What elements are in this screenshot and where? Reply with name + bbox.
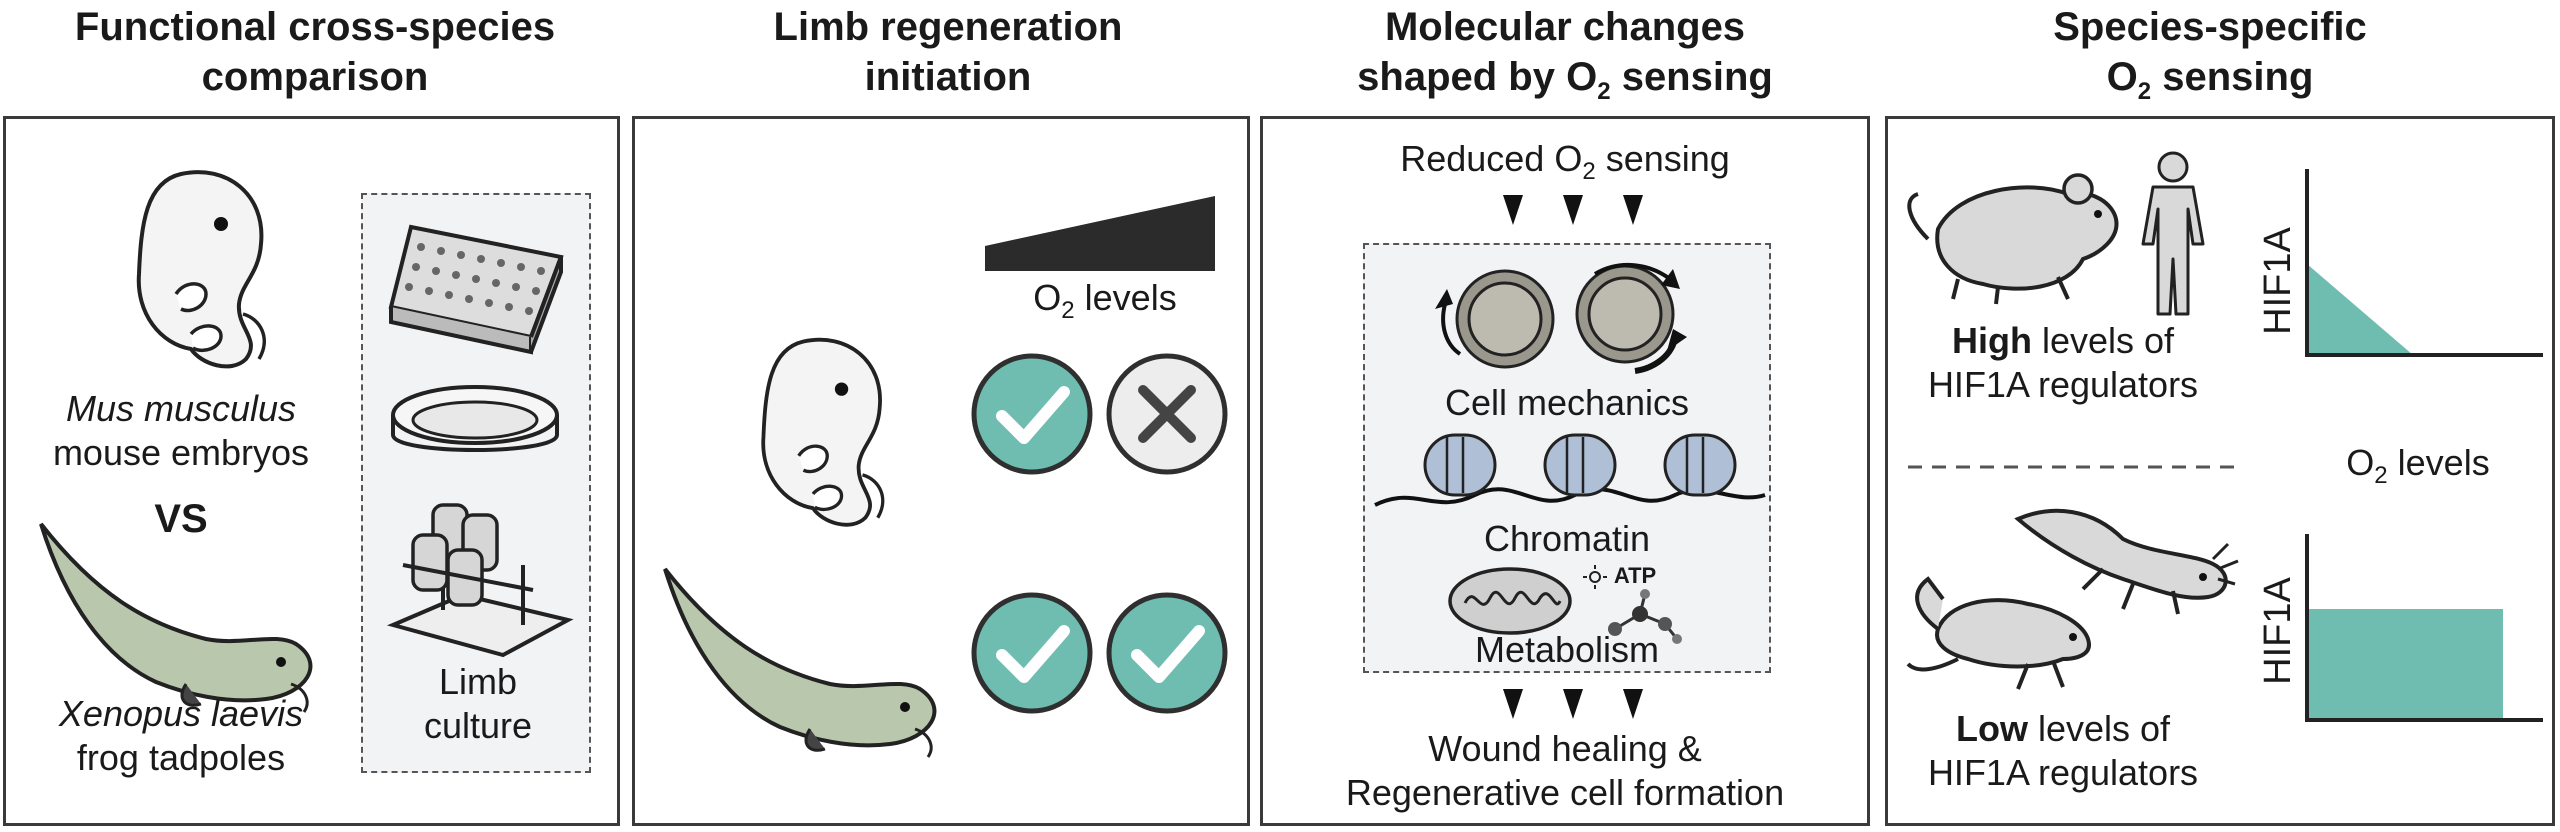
- o2-gradient-wedge: [985, 196, 1215, 271]
- panel1-title-line1: Functional cross-species: [74, 5, 556, 49]
- panel4-title-line1: Species-specific: [2053, 5, 2367, 49]
- species1-name: Mus musculus: [65, 388, 297, 429]
- panel1-title: Functional cross-species comparison: [5, 2, 625, 102]
- species2-common: frog tadpoles: [76, 737, 286, 778]
- molecule-icon: [1608, 589, 1682, 644]
- mechanisms-box: Cell mechanics Chromatin ATP: [1363, 243, 1771, 673]
- roller-incubator-icon: [386, 503, 574, 658]
- panel-molecular-changes: Reduced O2 sensing Cell mechanics: [1260, 116, 1870, 826]
- panel3-title: Molecular changes shaped by O2 sensing: [1255, 2, 1875, 117]
- sun-icon: [1583, 565, 1607, 589]
- hif1a-chart-low: [2305, 534, 2543, 722]
- petri-dish-icon: [391, 385, 559, 452]
- species2-name: Xenopus laevis: [58, 693, 304, 734]
- panel-species-specific: High levels of HIF1A regulators HIF1A O2…: [1885, 116, 2555, 826]
- hif1a-chart-high: [2305, 169, 2543, 357]
- panel1-title-line2: comparison: [201, 55, 429, 99]
- outcome-line1: Wound healing &: [1428, 728, 1702, 769]
- panel2-title-line2: initiation: [864, 55, 1032, 99]
- outcome-line2: Regenerative cell formation: [1345, 772, 1785, 813]
- well-plate-icon: [388, 224, 564, 355]
- check-icon: [971, 353, 1093, 475]
- arrows-down-bottom: [1503, 689, 1643, 719]
- chromatin-label: Chromatin: [1483, 518, 1651, 559]
- panel-cross-species: Mus musculus mouse embryos VS Xenopus la…: [3, 116, 620, 826]
- mitochondrion-icon: [1448, 567, 1572, 635]
- species1-common: mouse embryos: [52, 432, 310, 473]
- check-icon: [1106, 592, 1228, 714]
- o2-levels-label: O2 levels: [1033, 277, 1177, 325]
- mouse-embryo-icon: [761, 337, 885, 527]
- panel2-title: Limb regeneration initiation: [638, 2, 1258, 102]
- human-icon: [2141, 151, 2205, 316]
- culture-label-line2: culture: [423, 705, 533, 746]
- mouse-icon: [1907, 173, 2119, 305]
- atp-label: ATP: [1613, 563, 1657, 588]
- check-icon: [971, 592, 1093, 714]
- high-levels-line2: HIF1A regulators: [1927, 364, 2199, 405]
- divider-dashed: [1908, 465, 2238, 469]
- hif1a-axis-label-top: HIF1A: [2257, 227, 2299, 335]
- metabolism-label: Metabolism: [1474, 629, 1660, 670]
- gears-icon: [1435, 262, 1687, 374]
- tadpole-icon: [39, 522, 313, 713]
- panel3-title-line1: Molecular changes: [1384, 5, 1746, 49]
- high-levels-line1: High levels of: [1951, 320, 2175, 361]
- cross-icon: [1106, 353, 1228, 475]
- axolotl-icon: [2014, 508, 2239, 615]
- reduced-o2-label: Reduced O2 sensing: [1400, 138, 1730, 186]
- panel4-title: Species-specific O2 sensing: [1900, 2, 2520, 117]
- o2-levels-axis-label: O2 levels: [2346, 442, 2490, 490]
- panel3-title-line2: shaped by O2 sensing: [1357, 55, 1773, 105]
- panel4-title-line2: O2 sensing: [2106, 55, 2314, 105]
- tadpole-icon: [663, 567, 937, 758]
- mouse-embryo-icon: [136, 170, 266, 369]
- hif1a-axis-label-bottom: HIF1A: [2257, 577, 2299, 685]
- vs-label: VS: [154, 497, 208, 541]
- frog-icon: [1906, 576, 2091, 690]
- low-levels-line2: HIF1A regulators: [1927, 752, 2199, 793]
- low-levels-line1: Low levels of: [1955, 708, 2171, 749]
- culture-label-line1: Limb: [438, 661, 518, 702]
- panel2-title-line1: Limb regeneration: [773, 5, 1123, 49]
- cell-mechanics-label: Cell mechanics: [1444, 382, 1690, 423]
- arrows-down-top: [1503, 195, 1643, 225]
- limb-culture-box: Limb culture: [361, 193, 591, 773]
- panel-limb-regeneration: O2 levels: [632, 116, 1250, 826]
- chromatin-icon: [1374, 433, 1766, 507]
